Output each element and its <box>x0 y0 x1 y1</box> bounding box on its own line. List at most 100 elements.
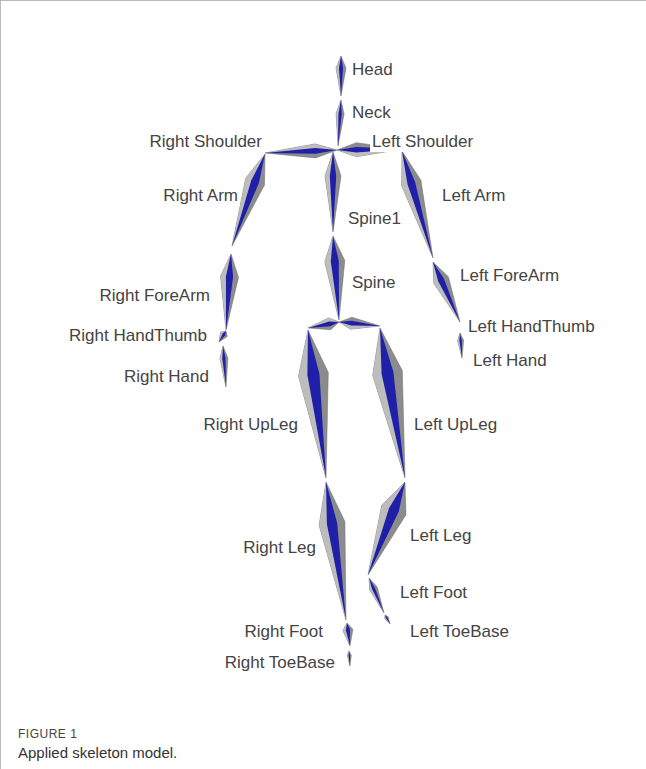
bone-shape <box>373 328 405 478</box>
bone-shape <box>265 144 337 158</box>
bone-core <box>459 333 462 358</box>
bone-shape <box>343 623 353 646</box>
bone-shade <box>373 328 405 478</box>
bone-core <box>308 321 339 328</box>
part-label: Left Foot <box>398 583 469 603</box>
bone-shape <box>433 262 460 322</box>
bone <box>458 333 464 358</box>
part-label: Right UpLeg <box>201 415 300 435</box>
bone <box>265 144 337 158</box>
bone-shape <box>347 651 351 666</box>
bone-shade <box>402 151 433 258</box>
bone <box>299 330 329 478</box>
part-label: Left ToeBase <box>408 622 511 642</box>
bone <box>373 328 405 478</box>
figure-caption: Applied skeleton model. <box>18 744 177 761</box>
bone <box>325 236 345 320</box>
bone-core <box>339 321 380 326</box>
bone <box>433 262 460 322</box>
part-label: Spine <box>350 273 397 293</box>
part-label: Head <box>350 60 395 80</box>
bone-shade <box>336 100 341 146</box>
bone-core <box>346 623 350 646</box>
bone <box>402 151 433 258</box>
part-label: Spine1 <box>346 209 403 229</box>
bone-core <box>226 254 233 330</box>
bone-shape <box>299 330 329 478</box>
part-label: Right Leg <box>241 538 318 558</box>
bone-shade <box>433 262 460 322</box>
bone-shade <box>308 318 339 328</box>
bone <box>369 578 384 613</box>
part-label: Left ForeArm <box>458 266 561 286</box>
bone-shade <box>220 346 226 387</box>
part-label: Left Arm <box>440 186 507 206</box>
figure-number: FIGURE 1 <box>18 727 77 741</box>
bone-shape <box>402 151 433 258</box>
bone-shade <box>458 333 462 358</box>
part-label: Left Leg <box>408 526 473 546</box>
bone-shade <box>343 623 350 646</box>
bone-core <box>331 236 339 320</box>
bone-shade <box>219 331 226 342</box>
part-label: Right Shoulder <box>148 132 264 152</box>
frame-line <box>0 0 1 769</box>
bone-shade <box>265 144 337 153</box>
bone <box>339 317 380 329</box>
bone-core <box>380 328 405 478</box>
bone <box>343 623 353 646</box>
bone-core <box>338 100 342 146</box>
bone-shape <box>385 615 390 624</box>
bone-core <box>339 56 343 96</box>
bone-shape <box>339 317 380 329</box>
bone-shape <box>219 331 227 342</box>
bone-shape <box>220 346 228 387</box>
bone-core <box>307 330 326 478</box>
bone-shape <box>325 152 341 232</box>
bone-core <box>433 262 460 322</box>
bone-shade <box>319 482 346 620</box>
bone <box>221 254 239 330</box>
part-label: Right ToeBase <box>223 653 337 673</box>
bone-core <box>402 151 433 258</box>
bone-shape <box>221 254 239 330</box>
bone-core <box>265 148 337 154</box>
part-label: Left Hand <box>471 351 549 371</box>
bone-shade <box>369 578 384 613</box>
bone-shade <box>385 615 390 624</box>
part-label: Right Hand <box>122 367 211 387</box>
bone <box>220 346 228 387</box>
bone-core <box>222 346 226 387</box>
bone <box>336 100 344 146</box>
bone <box>336 56 346 96</box>
frame-line <box>0 0 646 1</box>
bone-shape <box>308 318 339 330</box>
part-label: Right Arm <box>161 186 240 206</box>
bone <box>319 482 346 620</box>
bone-shape <box>325 236 345 320</box>
part-label: Left HandThumb <box>466 317 597 337</box>
bone-core <box>369 578 384 613</box>
bone-shade <box>325 236 339 320</box>
bone-core <box>385 615 390 624</box>
bone-shade <box>347 651 350 666</box>
bone-core <box>330 152 336 232</box>
bone <box>385 615 390 624</box>
part-label: Right Foot <box>243 622 325 642</box>
bone <box>368 482 406 575</box>
bone <box>347 651 351 666</box>
bone <box>325 152 341 232</box>
part-label: Neck <box>350 103 393 123</box>
bone-shade <box>368 482 405 575</box>
bone <box>219 331 227 342</box>
part-label: Right HandThumb <box>67 326 209 346</box>
bone-core <box>219 331 226 342</box>
part-label: Left UpLeg <box>412 415 499 435</box>
bone <box>308 318 339 330</box>
part-label: Left Shoulder <box>370 132 475 152</box>
bone-shape <box>319 482 346 620</box>
part-label: Right ForeArm <box>97 286 212 306</box>
bone-shape <box>336 56 346 96</box>
bone-shape <box>368 482 406 575</box>
bone-shape <box>369 578 384 613</box>
